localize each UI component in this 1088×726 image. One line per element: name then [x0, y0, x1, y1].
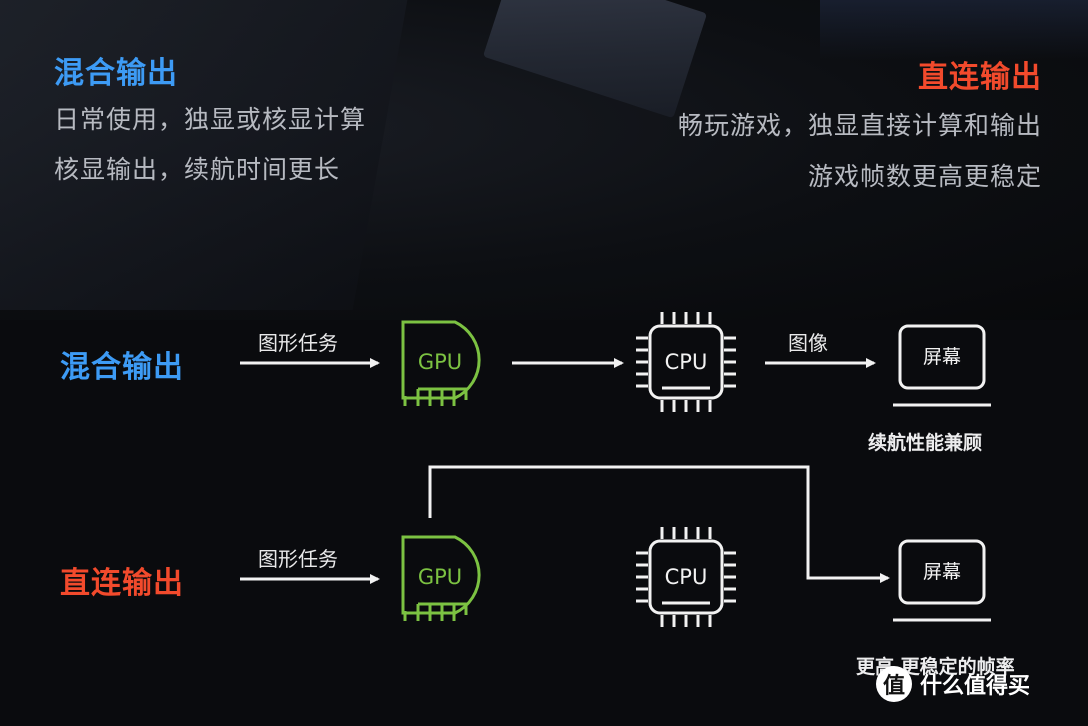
row1-screen-icon — [893, 324, 991, 407]
decorative-glow — [820, 0, 1088, 60]
row2-title: 直连输出 — [60, 566, 184, 601]
smzdm-logo-icon: 值 — [876, 666, 912, 702]
hybrid-desc-line1: 日常使用，独显或核显计算 — [54, 105, 367, 134]
row1-cpu-icon — [636, 312, 736, 412]
row1-screen-label: 屏幕 — [923, 346, 961, 368]
row1-task-label: 图形任务 — [258, 331, 338, 355]
row2-gpu-icon — [401, 535, 481, 621]
direct-desc-line2: 游戏帧数更高更稳定 — [807, 162, 1042, 191]
row2-cpu-icon — [636, 527, 736, 627]
row2-cpu-label: CPU — [665, 565, 708, 589]
hybrid-desc-line2: 核显输出，续航时间更长 — [54, 155, 341, 184]
row1-cpu-label: CPU — [665, 350, 708, 374]
row1-gpu-label: GPU — [418, 350, 462, 374]
row2-screen-label: 屏幕 — [923, 561, 961, 583]
row2-gpu-label: GPU — [418, 565, 462, 589]
hybrid-output-title: 混合输出 — [54, 56, 178, 91]
row1-title: 混合输出 — [60, 350, 184, 385]
direct-desc-line1: 畅玩游戏，独显直接计算和输出 — [677, 111, 1042, 140]
watermark-text: 什么值得买 — [920, 674, 1031, 699]
row1-image-label: 图像 — [788, 331, 828, 355]
row2-arrow-gpu-to-screen — [428, 465, 890, 583]
row1-gpu-icon — [401, 320, 481, 406]
row2-task-label: 图形任务 — [258, 547, 338, 571]
watermark: 值 什么值得买 — [876, 666, 1030, 702]
row1-caption: 续航性能兼顾 — [868, 432, 983, 454]
direct-output-title: 直连输出 — [918, 60, 1042, 95]
row2-screen-icon — [893, 539, 991, 622]
